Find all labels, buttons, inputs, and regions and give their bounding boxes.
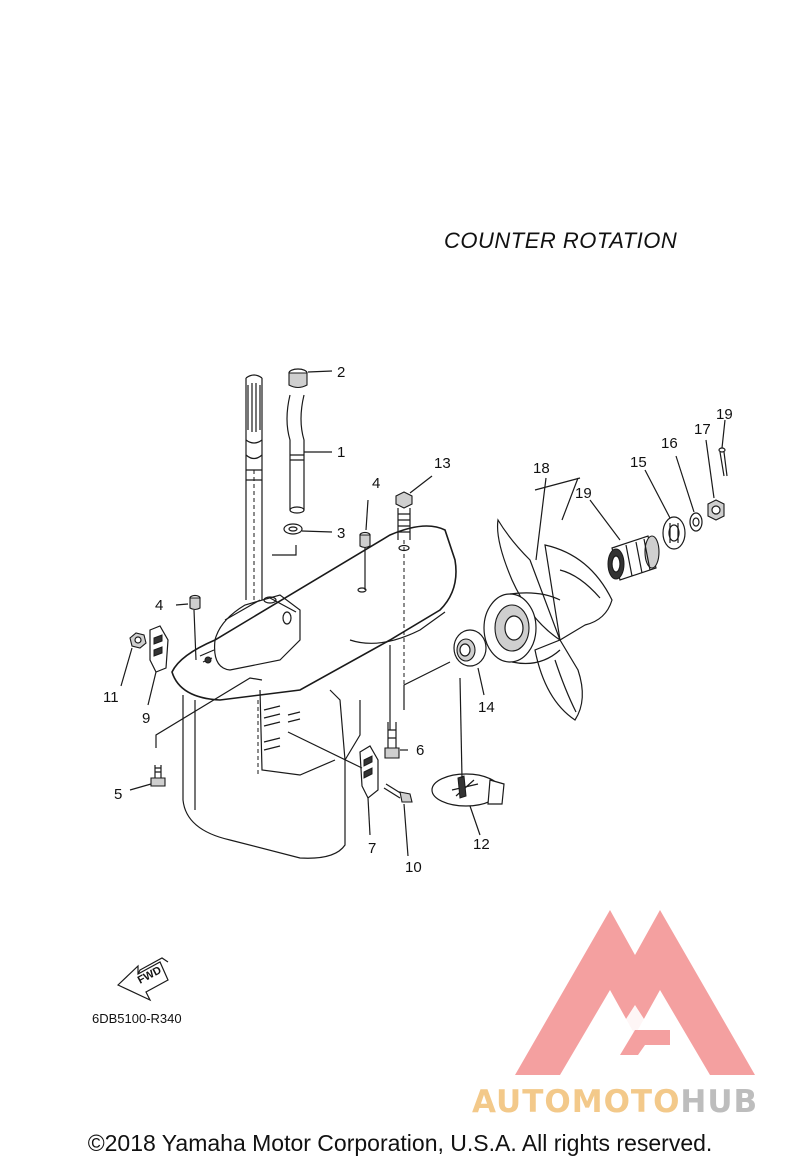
callout-18: 18 [533,460,550,477]
watermark-text-moto: MOTO [571,1084,681,1120]
callout-14: 15 [630,454,647,471]
part-14-washer [662,516,686,550]
part-6-bolt [384,722,400,759]
part-15-washer [689,512,703,532]
part-4-dowel-pin-right [359,531,371,549]
part-code: 6DB5100-R340 [92,1011,182,1026]
callout-1: 1 [337,444,345,461]
callout-numbers: 2 1 3 4 4 13 11 9 5 6 7 10 12 14 18 19 1… [103,364,733,876]
callout-4-left: 4 [155,597,163,614]
callout-5: 5 [114,786,122,803]
callout-4-right: 4 [372,475,380,492]
callout-15: 16 [661,435,678,452]
part-19-bushing [607,535,660,581]
watermark-text: AUTOMOTOHUB [472,1084,758,1120]
part-8-anode [149,625,169,673]
part-18-propeller [483,518,613,721]
part-3-seal [283,523,303,535]
part-13-thrust-washer [453,629,487,667]
callout-16: 17 [694,421,711,438]
part-17-cotter-pin [718,447,728,477]
callout-2: 2 [337,364,345,381]
part-5-bolt [150,765,166,787]
callout-3: 3 [337,525,345,542]
callout-6: 6 [416,742,424,759]
part-2-grommet [288,368,308,389]
diagram-subtitle: COUNTER ROTATION [444,228,678,253]
watermark-text-auto: AUTO [472,1084,572,1120]
callout-12: 13 [434,455,451,472]
lower-unit-casing [171,525,457,859]
part-12-bolt [395,491,413,710]
callout-8: 9 [142,710,150,727]
callout-17: 19 [716,406,733,423]
part-16-nut [707,499,725,521]
part-10-nut [129,632,147,649]
leader-lines [120,370,726,857]
part-11-trim-tab [431,773,505,807]
callout-10: 11 [103,689,119,706]
callout-13: 14 [478,699,495,716]
fwd-arrow-icon: FWD [116,957,169,1002]
callout-19: 19 [575,485,592,502]
watermark-text-hub: HUB [680,1084,759,1120]
drive-shaft [245,374,263,600]
part-4-dowel-pin-left [189,594,201,611]
part-1-water-tube [286,394,305,514]
copyright-notice: ©2018 Yamaha Motor Corporation, U.S.A. A… [87,1130,713,1156]
callout-9: 10 [405,859,422,876]
callout-7: 7 [368,840,376,857]
automotohub-logo-icon [515,910,755,1075]
part-7-anode [359,745,379,799]
part-9-screw [383,783,413,803]
callout-11: 12 [473,836,490,853]
